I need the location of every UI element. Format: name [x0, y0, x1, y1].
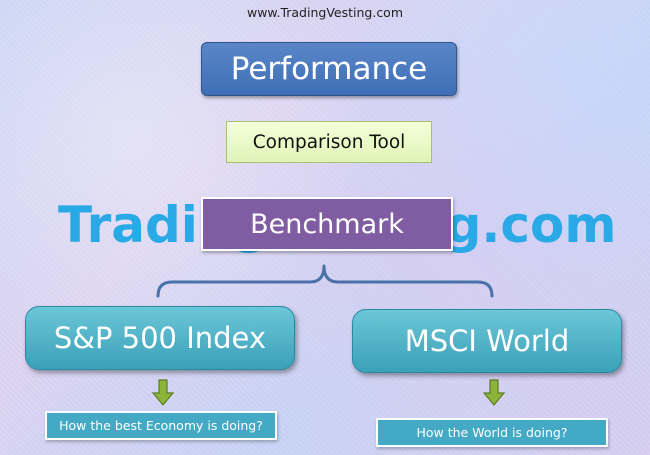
- down-arrow-icon: [482, 379, 506, 406]
- msci-world-caption: How the World is doing?: [376, 418, 608, 447]
- sp500-index-label: S&P 500 Index: [53, 321, 267, 355]
- performance-node: Performance: [201, 42, 457, 96]
- down-arrow-icon: [151, 379, 175, 406]
- msci-world-caption-text: How the World is doing?: [416, 425, 568, 440]
- site-url: www.TradingVesting.com: [246, 5, 404, 20]
- comparison-tool-label: Comparison Tool: [252, 131, 406, 153]
- sp500-index-node: S&P 500 Index: [25, 306, 295, 370]
- performance-label: Performance: [230, 51, 428, 87]
- msci-world-node: MSCI World: [352, 309, 622, 373]
- benchmark-label: Benchmark: [250, 208, 404, 240]
- bracket-connector: [156, 264, 494, 298]
- msci-world-label: MSCI World: [404, 324, 570, 358]
- benchmark-node: Benchmark: [201, 197, 453, 251]
- comparison-tool-node: Comparison Tool: [226, 121, 432, 163]
- sp500-caption: How the best Economy is doing?: [45, 411, 277, 440]
- sp500-caption-text: How the best Economy is doing?: [59, 418, 263, 433]
